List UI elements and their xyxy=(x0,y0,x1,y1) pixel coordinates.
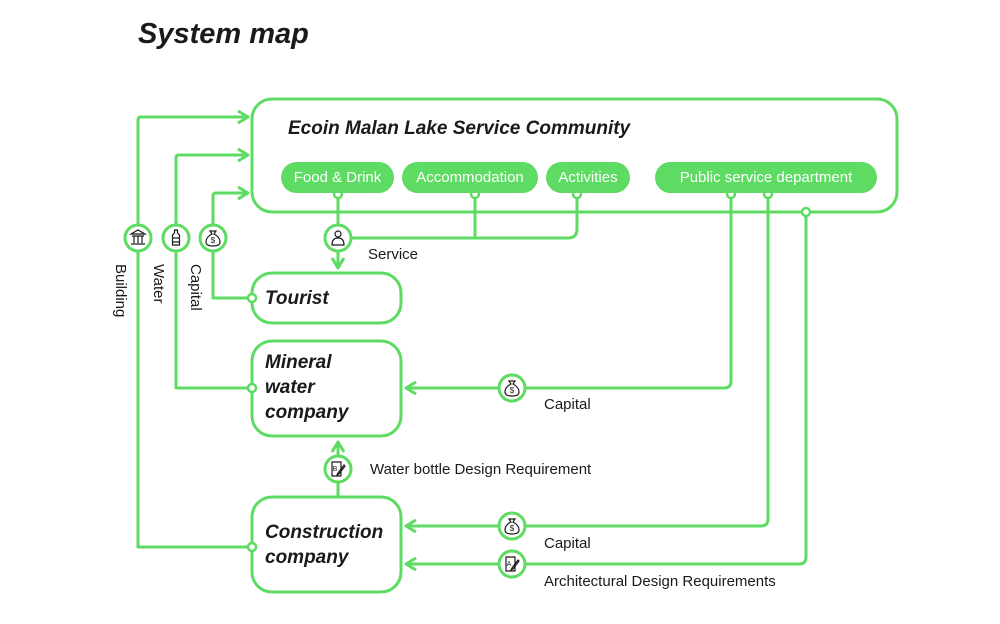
svg-text:A: A xyxy=(507,561,512,568)
capital-flow-mineral xyxy=(406,194,733,388)
tag-public-service: Public service department xyxy=(655,162,877,193)
capital-mineral-label: Capital xyxy=(544,396,591,413)
capital-label: Capital xyxy=(187,264,204,311)
svg-text:$: $ xyxy=(211,236,216,245)
building-flow xyxy=(136,117,252,549)
design-document-icon xyxy=(497,549,527,579)
mineral-water-title: Mineral water company xyxy=(265,352,349,423)
water-bottle-label: Water bottle Design Requirement xyxy=(370,461,592,478)
service-label: Service xyxy=(368,246,419,263)
svg-text:$: $ xyxy=(510,386,515,395)
capital-flow-construction xyxy=(406,194,770,526)
tag-activities: Activities xyxy=(546,162,630,193)
construction-title: Construction company xyxy=(265,522,384,568)
community-box xyxy=(250,97,899,214)
svg-text:$: $ xyxy=(510,524,515,533)
water-label: Water xyxy=(150,264,167,304)
capital-flow-tourist xyxy=(211,193,252,300)
capital-construction-label: Capital xyxy=(544,535,591,552)
building-label: Building xyxy=(112,264,129,318)
architectural-flow xyxy=(406,212,808,564)
svg-text:B: B xyxy=(333,466,338,473)
tag-accommodation: Accommodation xyxy=(402,162,538,193)
page-title: System map xyxy=(138,18,309,50)
design-document-icon xyxy=(323,454,353,484)
community-title: Ecoin Malan Lake Service Community xyxy=(288,118,631,139)
tag-food-drink: Food & Drink xyxy=(281,162,394,193)
architectural-label: Architectural Design Requirements xyxy=(544,573,776,590)
water-flow xyxy=(174,155,252,390)
service-line-activities xyxy=(350,194,579,240)
tourist-title: Tourist xyxy=(265,288,329,309)
